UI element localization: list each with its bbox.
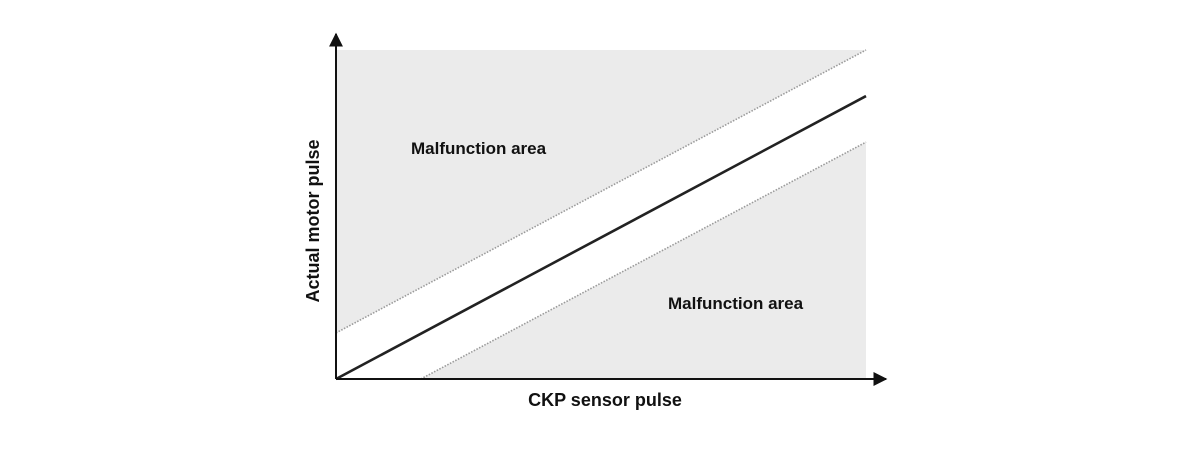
nominal-line [335, 94, 867, 381]
series-layer [335, 49, 867, 381]
normal-operating-band [336, 50, 866, 379]
x-axis-label: CKP sensor pulse [528, 390, 682, 410]
malfunction-area-label-lower: Malfunction area [668, 294, 804, 313]
y-axis-label: Actual motor pulse [303, 139, 323, 302]
lower-limit-line [420, 141, 867, 380]
malfunction-area-label-upper: Malfunction area [411, 139, 547, 158]
upper-limit-line [335, 49, 867, 334]
